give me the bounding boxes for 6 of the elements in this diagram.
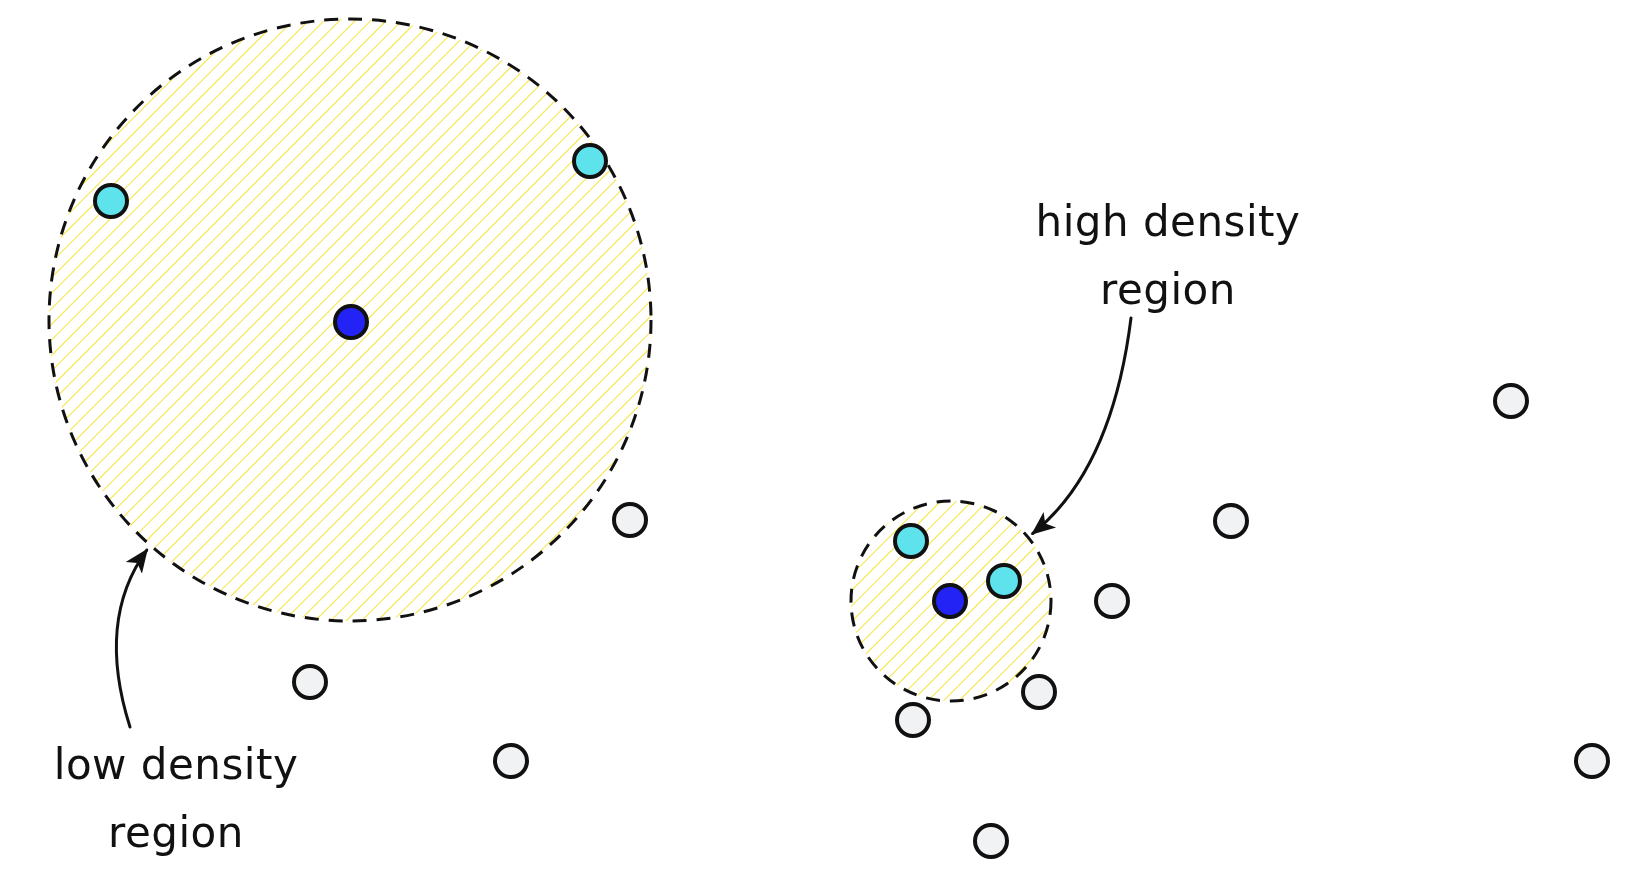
hatched-region (47, 17, 653, 623)
leader-arrow (1031, 316, 1133, 535)
callout-text: low density region (52, 739, 300, 859)
hatched-region (849, 499, 1053, 703)
leader-arrow (114, 548, 149, 729)
callout-text: high density region (1034, 196, 1302, 316)
